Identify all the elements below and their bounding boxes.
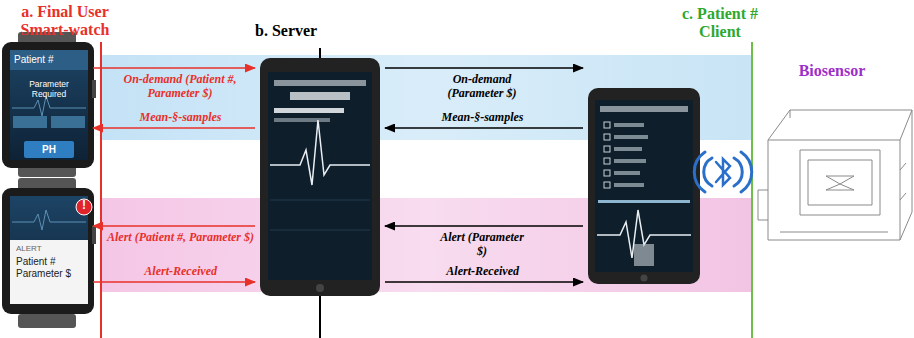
message-arrow — [385, 281, 583, 283]
message-arrow — [385, 67, 583, 69]
button-text: PH — [24, 144, 74, 156]
column-line — [100, 42, 102, 338]
column-heading: c. Patient # Client — [660, 5, 780, 42]
message-label: On-demand (Parameter $) — [436, 72, 528, 101]
tablet-illustration — [260, 58, 380, 296]
message-label: On-demand (Patient #, Parameter $) — [106, 72, 254, 101]
bluetooth-symbol — [694, 152, 751, 192]
column-heading: a. Final User Smart-watch — [0, 3, 130, 40]
message-label: Alert (Parameter $) — [436, 230, 528, 259]
alert-title: ALERT — [16, 244, 82, 253]
server-tablet: b. Server — [260, 58, 380, 296]
message-arrow — [385, 127, 583, 129]
alert-text: Patient # Parameter $ — [16, 256, 84, 279]
message-arrow — [93, 281, 255, 283]
screen-title: Patient # — [14, 54, 86, 66]
client-tablet: c. Patient # Client — [588, 88, 700, 284]
smartwatch-screen: ALERT Patient # Parameter $ — [10, 196, 88, 304]
biosensor-illustration — [758, 110, 912, 240]
message-arrow — [93, 67, 255, 69]
message-label: Mean-§-samples — [139, 110, 222, 124]
smartwatch-illustration — [2, 178, 96, 328]
smartwatch-screen: a. Final User Smart-watchPatient #Parame… — [10, 50, 88, 160]
column-line — [751, 42, 753, 338]
alert-icon-text: ! — [76, 199, 92, 213]
message-label: Alert-Received — [144, 264, 218, 278]
message-label: Alert (Patient #, Parameter $) — [107, 230, 255, 244]
smartwatch-illustration — [2, 32, 96, 177]
message-arrow — [385, 225, 583, 227]
message-label: Alert-Received — [446, 264, 520, 278]
tablet-illustration — [588, 88, 700, 284]
device-label: Biosensor — [782, 62, 882, 80]
message-label: Mean-§-samples — [441, 110, 524, 124]
message-arrow — [93, 127, 255, 129]
message-arrow — [93, 225, 255, 227]
screen-text: Parameter Required — [12, 80, 86, 100]
column-heading: b. Server — [255, 22, 345, 40]
